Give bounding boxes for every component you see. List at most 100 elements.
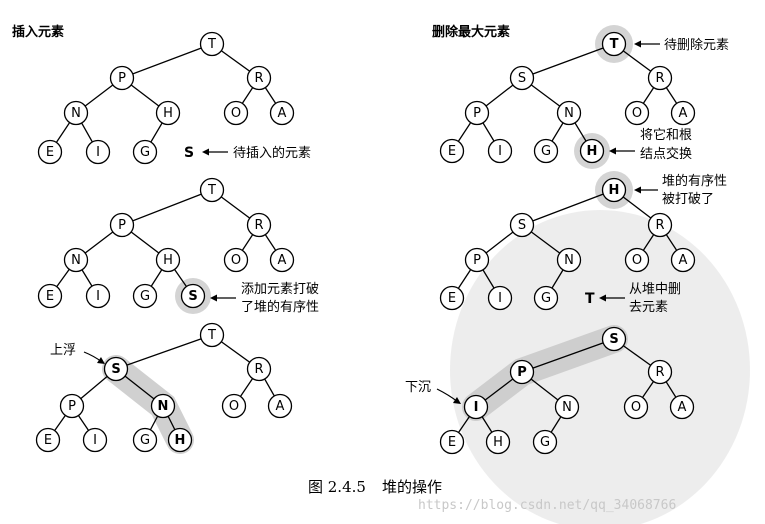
edge-t2-T-P bbox=[121, 189, 213, 226]
node-label-t3-R: R bbox=[254, 362, 263, 377]
node-label-t6-O: O bbox=[631, 400, 641, 415]
node-label-t1-H: H bbox=[163, 106, 173, 121]
node-t1-P: P bbox=[109, 65, 135, 91]
node-t6-O: O bbox=[623, 394, 649, 420]
node-label-t2-G: G bbox=[140, 289, 150, 304]
annot-broke-order-line1: 添加元素打破 bbox=[241, 282, 319, 297]
node-t3-I: I bbox=[82, 427, 108, 453]
node-t6-P: P bbox=[509, 359, 535, 385]
node-t6-S: S bbox=[601, 326, 627, 352]
node-circle-t6-S bbox=[601, 326, 627, 352]
node-circle-t1-E bbox=[37, 139, 63, 165]
node-t1-E: E bbox=[37, 139, 63, 165]
node-label-t2-O: O bbox=[231, 253, 241, 268]
node-circle-t2-H bbox=[155, 247, 181, 273]
node-t4-E: E bbox=[439, 138, 465, 164]
insert-title: 插入元素 bbox=[12, 24, 64, 40]
node-t2-N: N bbox=[63, 247, 89, 273]
node-circle-t3-P bbox=[59, 393, 85, 419]
node-t5-E: E bbox=[439, 285, 465, 311]
edge-t6-S-P bbox=[521, 338, 615, 373]
arrowhead-swim bbox=[97, 357, 105, 364]
node-t2-S: S bbox=[180, 283, 206, 309]
node-label-t1-O: O bbox=[231, 106, 241, 121]
annot-pending-delete: 待删除元素 bbox=[664, 38, 729, 53]
node-t2-A: A bbox=[269, 247, 295, 273]
edge-t3-T-S bbox=[115, 334, 213, 370]
node-label-t2-S: S bbox=[188, 289, 197, 304]
node-label-t3-G: G bbox=[140, 433, 150, 448]
node-label-t2-I: I bbox=[96, 289, 100, 304]
node-t4-I: I bbox=[487, 138, 513, 164]
node-circle-t4-E bbox=[439, 138, 465, 164]
node-label-t4-P: P bbox=[473, 106, 481, 121]
node-circle-t2-R bbox=[246, 212, 272, 238]
node-t1-G: G bbox=[132, 139, 158, 165]
node-circle-t3-O bbox=[221, 393, 247, 419]
node-t5-S: S bbox=[509, 212, 535, 238]
node-circle-t6-E bbox=[439, 429, 465, 455]
node-circle-t2-T bbox=[199, 177, 225, 203]
node-label-t3-I: I bbox=[93, 433, 97, 448]
node-t3-R: R bbox=[246, 356, 272, 382]
arrowhead-remove-from-heap bbox=[599, 294, 606, 302]
node-t5-H: H bbox=[601, 177, 627, 203]
node-circle-t2-G bbox=[132, 283, 158, 309]
node-circle-t2-N bbox=[63, 247, 89, 273]
node-t2-I: I bbox=[85, 283, 111, 309]
node-label-t5-N: N bbox=[564, 253, 574, 268]
node-label-t6-H: H bbox=[493, 435, 503, 450]
node-label-t3-S: S bbox=[111, 362, 120, 377]
node-t3-N: N bbox=[150, 393, 176, 419]
node-circle-t5-R bbox=[647, 212, 673, 238]
node-circle-t3-N bbox=[150, 393, 176, 419]
edge-t1-T-P bbox=[121, 43, 213, 79]
node-t2-O: O bbox=[223, 247, 249, 273]
node-label-t6-I: I bbox=[474, 400, 479, 415]
annot-broke-order-line2: 了堆的有序性 bbox=[241, 299, 319, 315]
node-circle-t3-G bbox=[132, 427, 158, 453]
node-label-t4-A: A bbox=[679, 106, 688, 121]
node-label-t3-E: E bbox=[44, 433, 52, 448]
annot-swim: 上浮 bbox=[50, 343, 76, 358]
node-label-t4-E: E bbox=[448, 144, 456, 159]
node-label-t6-E: E bbox=[448, 435, 456, 450]
node-circle-t5-S bbox=[509, 212, 535, 238]
node-label-t3-A: A bbox=[276, 399, 285, 414]
node-circle-t3-R bbox=[246, 356, 272, 382]
node-label-t5-I: I bbox=[498, 291, 502, 306]
node-circle-t2-A bbox=[269, 247, 295, 273]
background-watermark-seal bbox=[450, 210, 750, 524]
node-circle-t6-H bbox=[485, 429, 511, 455]
node-t6-R: R bbox=[647, 359, 673, 385]
node-circle-t3-E bbox=[35, 427, 61, 453]
node-t1-T: T bbox=[199, 31, 225, 57]
node-label-t5-P: P bbox=[473, 253, 481, 268]
node-t4-T: T bbox=[601, 31, 627, 57]
node-t1-N: N bbox=[63, 100, 89, 126]
node-label-t4-R: R bbox=[655, 71, 664, 86]
node-t4-S: S bbox=[509, 65, 535, 91]
annot-swap-root-line2: 结点交换 bbox=[640, 146, 692, 162]
node-t4-N: N bbox=[556, 100, 582, 126]
node-circle-t5-N bbox=[556, 247, 582, 273]
node-circle-t6-I bbox=[463, 394, 489, 420]
node-label-t1-G: G bbox=[140, 145, 150, 160]
caption-title: 堆的操作 bbox=[382, 478, 442, 496]
node-label-t4-S: S bbox=[518, 71, 526, 86]
arrowhead-heap-broken bbox=[634, 186, 641, 194]
node-circle-t4-N bbox=[556, 100, 582, 126]
watermark-url: https://blog.csdn.net/qq_34068766 bbox=[418, 498, 676, 513]
annot-remove-from-heap-line1: 从堆中删 bbox=[629, 282, 681, 297]
node-label-t4-N: N bbox=[564, 106, 574, 121]
node-label-t1-A: A bbox=[278, 106, 287, 121]
node-circle-t3-A bbox=[267, 393, 293, 419]
node-circle-t4-A bbox=[670, 100, 696, 126]
node-label-t6-R: R bbox=[655, 365, 664, 380]
node-label-t2-E: E bbox=[46, 289, 54, 304]
node-circle-t1-T bbox=[199, 31, 225, 57]
node-circle-t1-H bbox=[155, 100, 181, 126]
node-label-t2-H: H bbox=[163, 253, 173, 268]
node-t1-R: R bbox=[246, 65, 272, 91]
node-t6-I: I bbox=[463, 394, 489, 420]
